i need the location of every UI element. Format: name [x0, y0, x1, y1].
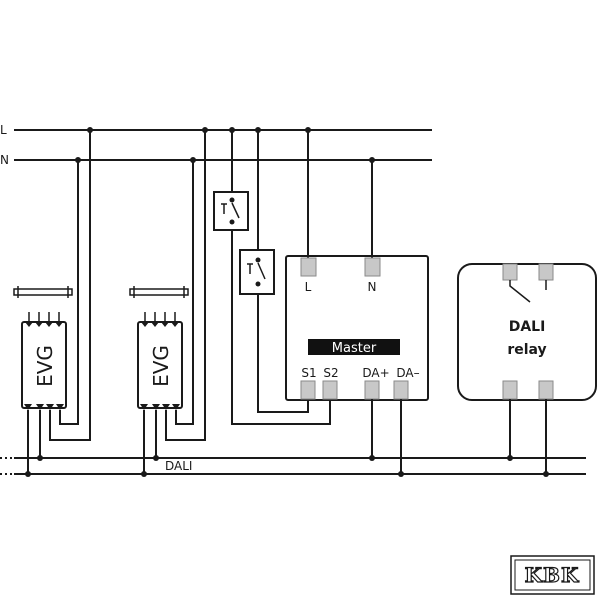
master-terminal-l-label: L	[305, 280, 312, 294]
relay-contact	[509, 280, 531, 303]
ballast-1-wire-l	[49, 130, 91, 441]
kbk-logo: KBK	[510, 555, 595, 595]
n-bus-label: N	[0, 153, 9, 167]
push-button-1-box	[213, 191, 249, 231]
ballast-2-label: EVG	[149, 345, 173, 387]
ballast-1-wire-n	[59, 160, 79, 425]
push-button-2-box	[239, 249, 275, 295]
master-module: L N Master S1 S2 DA+ DA–	[285, 130, 429, 474]
master-terminal-s2	[322, 380, 338, 400]
relay-terminal-top-2	[538, 263, 554, 281]
master-title-bar	[308, 339, 400, 355]
ballast-1-box	[21, 321, 67, 409]
master-box	[285, 255, 429, 401]
ballast-2: EVG	[129, 130, 206, 474]
master-terminal-da-minus	[393, 380, 409, 400]
lamp-tube-1	[13, 286, 73, 298]
kbk-logo-text: KBK	[525, 563, 580, 587]
master-title: Master	[332, 341, 377, 356]
push-button-2	[239, 130, 309, 413]
master-terminal-l	[300, 257, 317, 277]
push-button-1	[213, 130, 331, 425]
relay-terminal-top-1	[502, 263, 518, 281]
ballast-1: EVG	[13, 130, 91, 474]
master-terminal-s2-label: S2	[323, 366, 338, 380]
ballast-1-terminals	[24, 404, 64, 410]
relay-terminal-bottom-1	[502, 380, 518, 400]
l-bus-label: L	[0, 123, 7, 137]
relay-terminal-bottom-2	[538, 380, 554, 400]
ballast-1-lamp-arrows	[25, 312, 63, 327]
relay-box	[457, 263, 597, 401]
push-button-1-wire-s2	[231, 230, 331, 425]
master-terminal-da-plus-label: DA+	[362, 366, 389, 380]
dali-relay-module: DALI relay	[457, 263, 597, 474]
master-terminal-n-label: N	[368, 280, 377, 294]
push-button-2-wire-s1	[257, 294, 309, 413]
relay-label-line1: DALI	[509, 319, 546, 335]
ballast-2-box	[137, 321, 183, 409]
ballast-1-label: EVG	[33, 345, 57, 387]
ballast-2-wire-l	[165, 130, 206, 441]
dali-bus-label: DALI	[165, 459, 192, 473]
ballast-2-terminals	[140, 404, 180, 410]
master-terminal-n	[364, 257, 381, 277]
relay-label-line2: relay	[507, 342, 546, 358]
master-terminal-da-plus	[364, 380, 380, 400]
lamp-tube-2	[129, 286, 189, 298]
master-terminal-s1	[300, 380, 316, 400]
junction-dots	[25, 127, 549, 477]
master-terminal-s1-label: S1	[301, 366, 316, 380]
ballast-2-lamp-arrows	[141, 312, 179, 327]
master-terminal-da-minus-label: DA–	[396, 366, 419, 380]
ballast-2-wire-n	[175, 160, 194, 425]
